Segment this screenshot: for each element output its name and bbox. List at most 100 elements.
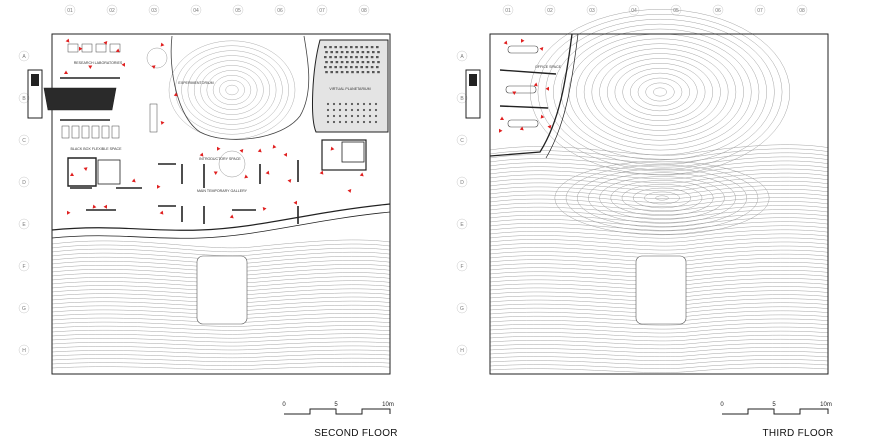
desk (95, 43, 107, 53)
planetarium-seat (356, 114, 360, 118)
planetarium-seat (338, 102, 342, 106)
planetarium-seat (362, 114, 366, 118)
planetarium-seat (340, 61, 344, 64)
contour-line (489, 205, 829, 215)
row-label: G (22, 306, 26, 312)
hill-contour (632, 187, 692, 209)
visitor-figure (115, 48, 120, 53)
planetarium-seat (351, 51, 354, 54)
desk (111, 125, 120, 139)
planetarium-seat (356, 108, 360, 112)
second-floor-bridge-slab (43, 87, 117, 111)
planetarium-seat (365, 46, 369, 49)
planetarium-seat (332, 102, 336, 106)
planetarium-seat (351, 71, 354, 74)
tf-row-C: C (456, 134, 468, 146)
contour-line (489, 193, 829, 203)
second-floor-scale-bar: 0 5 10m (282, 402, 394, 415)
visitor-figure (229, 214, 234, 219)
contour-line (489, 213, 829, 223)
planetarium-seat (344, 114, 348, 118)
planetarium-seat (335, 71, 339, 74)
planetarium-seat (334, 66, 337, 69)
planetarium-seat (377, 71, 380, 74)
planetarium-seat (360, 56, 363, 59)
planetarium-seat (344, 102, 348, 106)
planetarium-seat (350, 108, 354, 112)
hill-contour (630, 72, 690, 112)
planetarium-seat (326, 102, 330, 106)
hill-contour (576, 168, 748, 228)
contour-line (489, 209, 829, 219)
hill-contour (545, 18, 775, 166)
scale-tick-5: 5 (334, 402, 338, 408)
sf-col-04: 04 (190, 4, 202, 16)
second-floor-side-elevator-car (31, 74, 39, 86)
planetarium-seat (350, 114, 354, 118)
desk (81, 43, 93, 53)
tf-row-F: F (456, 260, 468, 272)
planetarium-seat (366, 51, 370, 54)
row-label: E (460, 222, 464, 228)
contour-line (51, 247, 391, 256)
visitor-figure (359, 172, 364, 177)
visitor-figure (121, 62, 125, 67)
visitor-figure (83, 167, 88, 171)
planetarium-seat (346, 71, 349, 74)
experimentorium-ring (146, 47, 168, 69)
planetarium-seat (325, 51, 328, 54)
row-label: A (460, 54, 464, 60)
row-label: C (460, 138, 464, 144)
visitor-figure (217, 146, 221, 151)
visitor-figure (545, 86, 549, 91)
contour-line (51, 251, 391, 260)
tf-row-D: D (456, 176, 468, 188)
third-floor-office-wall-inner (545, 33, 579, 159)
column-label: 06 (277, 8, 283, 14)
contour-line (489, 168, 829, 180)
planetarium-seat (326, 108, 330, 112)
planetarium-seat (325, 61, 328, 64)
planetarium-seat (324, 66, 327, 69)
contour-line (489, 225, 829, 235)
contour-line (51, 353, 391, 359)
hill-contour (622, 67, 698, 117)
visitor-figure (330, 146, 335, 151)
planetarium-seat (377, 61, 380, 64)
third-floor-scale-bar: 0 5 10m (720, 402, 832, 415)
contour-line (51, 349, 391, 355)
second-floor-corridor-wall-inner (51, 211, 391, 239)
contour-line (489, 245, 829, 255)
third-floor-visitor-figures (499, 38, 552, 133)
contour-line (489, 172, 829, 184)
visitor-figure (64, 70, 68, 74)
planetarium-seat (350, 46, 353, 49)
planetarium-seat (355, 46, 358, 49)
contour-line (489, 185, 829, 195)
contour-line (489, 164, 829, 176)
third-floor-boundary (489, 33, 829, 375)
planetarium-seat (340, 51, 344, 54)
contour-line (489, 343, 829, 350)
visitor-figure (244, 174, 249, 179)
scale-tick-0-third: 0 (720, 402, 724, 408)
planetarium-seat (344, 46, 348, 49)
planetarium-seat (365, 66, 369, 69)
hill-contour (560, 28, 760, 156)
contour-line (489, 355, 829, 361)
visitor-figure (213, 171, 218, 175)
planetarium-seat (368, 120, 372, 124)
visitor-figure (92, 204, 97, 209)
hill-contour (621, 184, 703, 212)
column-label: 08 (361, 8, 367, 14)
visitor-figure (503, 40, 508, 45)
label-experimentorium: EXPERIMENTORIUM (178, 81, 213, 85)
hill-contour (206, 70, 258, 110)
contour-line (51, 357, 391, 363)
contour-line (51, 333, 391, 339)
hill-contour (537, 14, 783, 170)
third-floor-office-wall (489, 33, 573, 157)
sf-row-E: E (18, 218, 30, 230)
tf-row-H: H (456, 344, 468, 356)
